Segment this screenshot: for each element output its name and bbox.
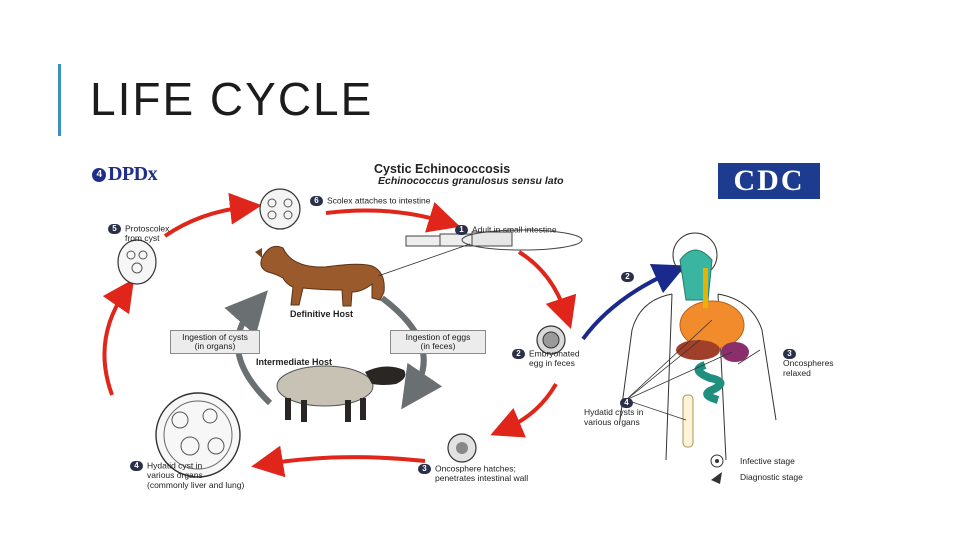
dpdx-logo: 4 DPDx	[92, 163, 158, 186]
ingestion-eggs-box: Ingestion of eggs(in feces)	[390, 330, 486, 354]
title-accent-bar	[58, 64, 61, 136]
hydatid-cyst-illustration	[155, 392, 241, 478]
protoscolex-illustration	[117, 239, 157, 285]
cycle-arrow-left	[102, 278, 135, 396]
cycle-arrow-right-upper	[517, 250, 577, 330]
human-step-4-label: 4 Hydatid cysts in various organs	[584, 398, 644, 427]
human-step-2-label: 2	[621, 272, 638, 282]
human-figure	[619, 232, 777, 461]
figure-title: Cystic Echinococcosis	[374, 162, 511, 176]
embryonated-egg-illustration	[536, 325, 566, 355]
cycle-arrow-right-lower	[490, 382, 558, 438]
cycle-arrow-top-left	[163, 192, 262, 238]
ingestion-cysts-box: Ingestion of cysts(in organs)	[170, 330, 260, 354]
scolex-illustration	[259, 188, 301, 230]
dog-illustration	[255, 245, 385, 307]
cdc-logo: CDC	[718, 163, 820, 199]
legend-infective-label: Infective stage	[740, 456, 795, 466]
human-step-3-label: 3 Oncospheres relaxed	[783, 349, 834, 378]
intermediate-host-label: Intermediate Host	[256, 357, 333, 367]
figure-subtitle: Echinococcus granulosus sensu lato	[378, 175, 564, 187]
adult-worm-illustration	[377, 229, 583, 277]
slide-title: LIFE CYCLE	[90, 73, 374, 125]
dpdx-badge: 4	[92, 167, 106, 182]
sheep-illustration	[276, 365, 406, 422]
dpdx-logo-text: DPDx	[108, 163, 158, 185]
definitive-host-label: Definitive Host	[290, 309, 354, 319]
host-arrow-left	[224, 290, 273, 406]
infective-stage-icon	[710, 454, 724, 468]
diagnostic-stage-icon	[711, 472, 722, 484]
human-infection-arrow	[581, 263, 686, 341]
cycle-arrow-top-right	[325, 201, 461, 233]
legend-diagnostic-label: Diagnostic stage	[740, 472, 803, 482]
cycle-arrow-bottom	[251, 445, 426, 478]
oncosphere-illustration	[447, 433, 477, 463]
